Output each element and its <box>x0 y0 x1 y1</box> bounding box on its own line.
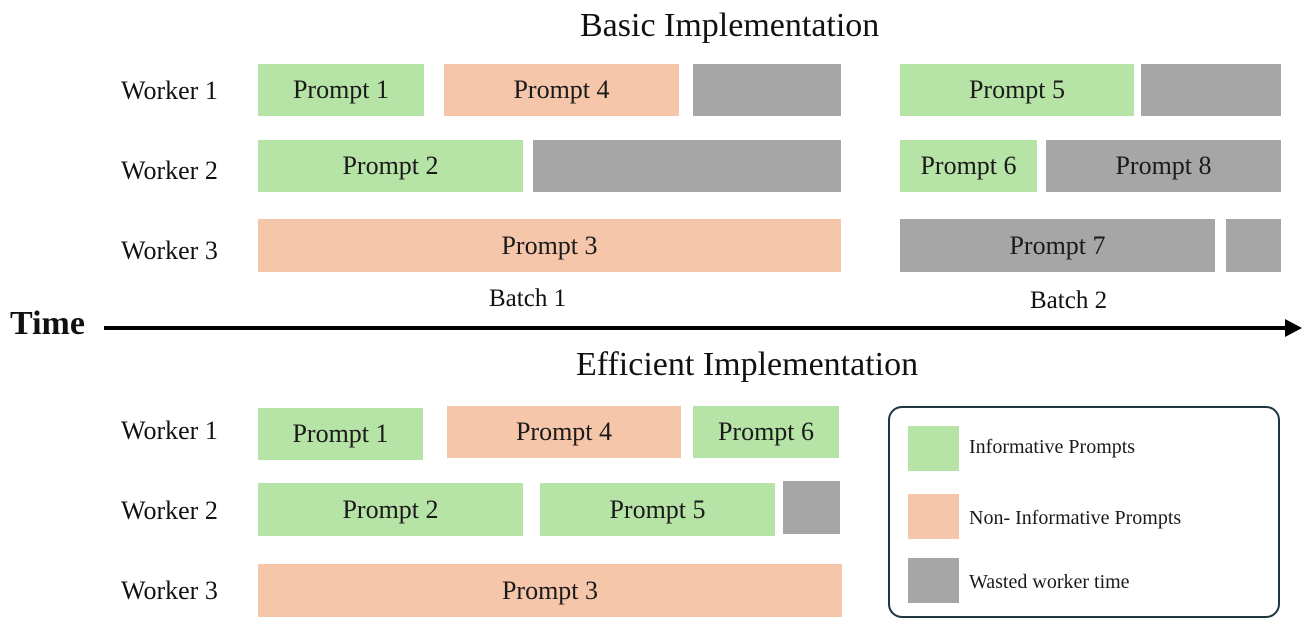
basic-worker-3-idle-bar-12 <box>1226 219 1281 272</box>
basic-worker-2-prompt-2-bar-label: Prompt 2 <box>342 151 439 180</box>
efficient-worker-1-prompt-4-bar: Prompt 4 <box>447 406 681 458</box>
basic-worker-2-prompt-6-bar-label: Prompt 6 <box>920 151 1017 180</box>
time-axis-arrowhead <box>1285 319 1302 337</box>
basic-worker-3-prompt-7-bar-label: Prompt 7 <box>1009 230 1106 260</box>
efficient-worker-1-prompt-6-bar-label: Prompt 6 <box>717 417 815 446</box>
legend: Informative Prompts Non- Informative Pro… <box>888 406 1280 618</box>
efficient-worker-1-prompt-6-bar: Prompt 6 <box>693 406 839 458</box>
basic-worker-2-prompt-6-bar: Prompt 6 <box>900 140 1037 192</box>
batch-2-label: Batch 2 <box>1030 287 1108 314</box>
efficient-worker-1-label: Worker 1 <box>121 416 218 445</box>
basic-worker-1-prompt-5-bar: Prompt 5 <box>900 64 1134 116</box>
efficient-worker-3-prompt-3-bar: Prompt 3 <box>258 564 842 617</box>
basic-worker-1-prompt-4-bar: Prompt 4 <box>444 64 679 116</box>
efficient-worker-3-prompt-3-bar-label: Prompt 3 <box>501 575 599 605</box>
legend-label-non-informative: Non- Informative Prompts <box>969 507 1182 529</box>
basic-title: Basic Implementation <box>580 7 880 44</box>
basic-worker-2-idle-bar-7 <box>533 140 841 192</box>
legend-label-wasted: Wasted worker time <box>969 571 1130 593</box>
basic-worker-1-label: Worker 1 <box>121 76 218 105</box>
basic-worker-2-label: Worker 2 <box>121 156 218 185</box>
efficient-worker-2-idle-bar-6 <box>783 481 840 534</box>
basic-worker-1-prompt-4-bar-label: Prompt 4 <box>513 75 610 104</box>
efficient-worker-1-prompt-4-bar-label: Prompt 4 <box>515 417 613 446</box>
efficient-worker-3-label: Worker 3 <box>121 576 218 605</box>
basic-worker-3-prompt-7-bar: Prompt 7 <box>900 219 1215 272</box>
efficient-worker-1-prompt-1-bar-label: Prompt 1 <box>292 419 389 448</box>
basic-worker-3-prompt-3-bar: Prompt 3 <box>258 219 841 272</box>
time-label: Time <box>10 305 85 342</box>
legend-swatch-non-informative <box>908 494 959 539</box>
legend-swatch-wasted <box>908 558 959 603</box>
efficient-worker-2-label: Worker 2 <box>121 496 218 525</box>
efficient-worker-2-prompt-5-bar: Prompt 5 <box>540 483 775 536</box>
legend-swatch-informative <box>908 426 959 471</box>
basic-worker-1-idle-bar-3 <box>693 64 841 116</box>
efficient-worker-2-prompt-5-bar-label: Prompt 5 <box>609 494 706 524</box>
efficient-worker-2-prompt-2-bar-label: Prompt 2 <box>342 494 439 524</box>
basic-worker-1-prompt-1-bar-label: Prompt 1 <box>292 75 390 104</box>
efficient-worker-2-prompt-2-bar: Prompt 2 <box>258 483 523 536</box>
legend-label-informative: Informative Prompts <box>969 436 1136 458</box>
basic-worker-3-label: Worker 3 <box>121 236 218 265</box>
basic-worker-1-prompt-1-bar: Prompt 1 <box>258 64 424 116</box>
time-axis-line <box>104 326 1287 330</box>
efficient-worker-1-prompt-1-bar: Prompt 1 <box>258 408 423 460</box>
batch-1-label: Batch 1 <box>489 285 567 312</box>
basic-worker-1-prompt-5-bar-label: Prompt 5 <box>968 75 1066 104</box>
basic-worker-2-prompt-8-bar-label: Prompt 8 <box>1115 151 1212 180</box>
basic-worker-1-idle-bar-5 <box>1141 64 1281 116</box>
basic-worker-2-prompt-2-bar: Prompt 2 <box>258 140 523 192</box>
basic-worker-2-prompt-8-bar: Prompt 8 <box>1046 140 1281 192</box>
basic-worker-3-prompt-3-bar-label: Prompt 3 <box>501 230 598 260</box>
efficient-title: Efficient Implementation <box>576 346 919 383</box>
